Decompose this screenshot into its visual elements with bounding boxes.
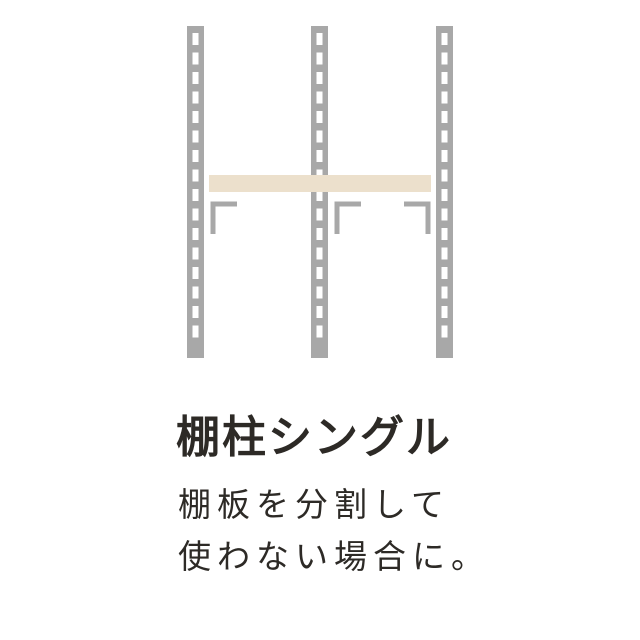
post-slot	[316, 33, 323, 45]
post-slot	[192, 208, 199, 221]
post-slot	[192, 306, 199, 318]
post-slot	[192, 325, 199, 338]
post-slot	[441, 306, 448, 318]
post-slot	[316, 150, 323, 162]
post-slot	[441, 286, 448, 299]
post-slot	[316, 189, 323, 201]
post-slot	[441, 150, 448, 162]
post-slot	[316, 111, 323, 123]
post-slot	[316, 91, 323, 104]
post-slot	[441, 72, 448, 84]
post-slot	[441, 111, 448, 123]
post-slot	[192, 91, 199, 104]
post-slot	[316, 72, 323, 84]
post-slot	[441, 130, 448, 143]
post-slot	[192, 72, 199, 84]
post-slot	[441, 33, 448, 45]
post-slot	[441, 189, 448, 201]
title: 棚柱シングル	[176, 412, 452, 463]
post-slot	[316, 52, 323, 65]
post-slot	[316, 267, 323, 279]
post-slot	[192, 33, 199, 45]
shelf-post-left	[187, 26, 204, 358]
post-slot	[192, 228, 199, 240]
post-slot	[441, 267, 448, 279]
bracket-center	[334, 201, 361, 234]
description-line-2: 使わない場合に。	[178, 537, 490, 576]
shelf-post-single-illustration	[187, 26, 453, 358]
post-slot	[441, 208, 448, 221]
post-slot	[192, 286, 199, 299]
bracket-left	[210, 201, 237, 234]
description-line-1: 棚板を分割して	[178, 485, 451, 524]
post-slot	[192, 111, 199, 123]
post-slot	[441, 52, 448, 65]
post-slot	[192, 150, 199, 162]
post-slot	[192, 169, 199, 182]
post-slot	[316, 208, 323, 221]
post-slot	[316, 325, 323, 338]
post-slot	[441, 247, 448, 260]
post-slot	[192, 130, 199, 143]
post-slot	[316, 286, 323, 299]
post-slot	[316, 228, 323, 240]
post-slot	[441, 325, 448, 338]
post-slot	[316, 130, 323, 143]
shelf-board	[209, 175, 431, 192]
shelf-post-right	[436, 26, 453, 358]
post-slot	[192, 189, 199, 201]
post-slot	[192, 52, 199, 65]
post-slot	[441, 169, 448, 182]
post-slot	[192, 247, 199, 260]
post-slot	[441, 91, 448, 104]
post-slot	[192, 267, 199, 279]
post-slot	[441, 228, 448, 240]
post-slot	[316, 306, 323, 318]
bracket-right	[404, 201, 431, 234]
post-slot	[316, 247, 323, 260]
